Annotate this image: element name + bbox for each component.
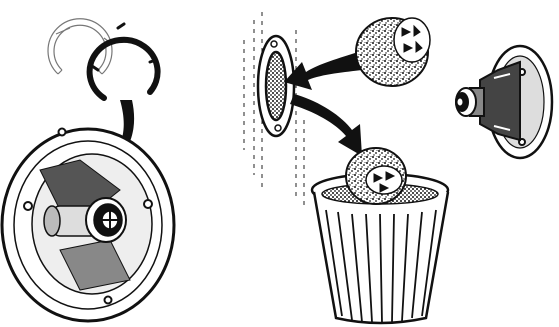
filter-cartridge bbox=[356, 18, 430, 86]
replacement-valve bbox=[456, 46, 552, 158]
wall-port bbox=[258, 36, 294, 136]
arrow-to-trash bbox=[290, 94, 362, 156]
filter-in-trash bbox=[346, 148, 406, 204]
